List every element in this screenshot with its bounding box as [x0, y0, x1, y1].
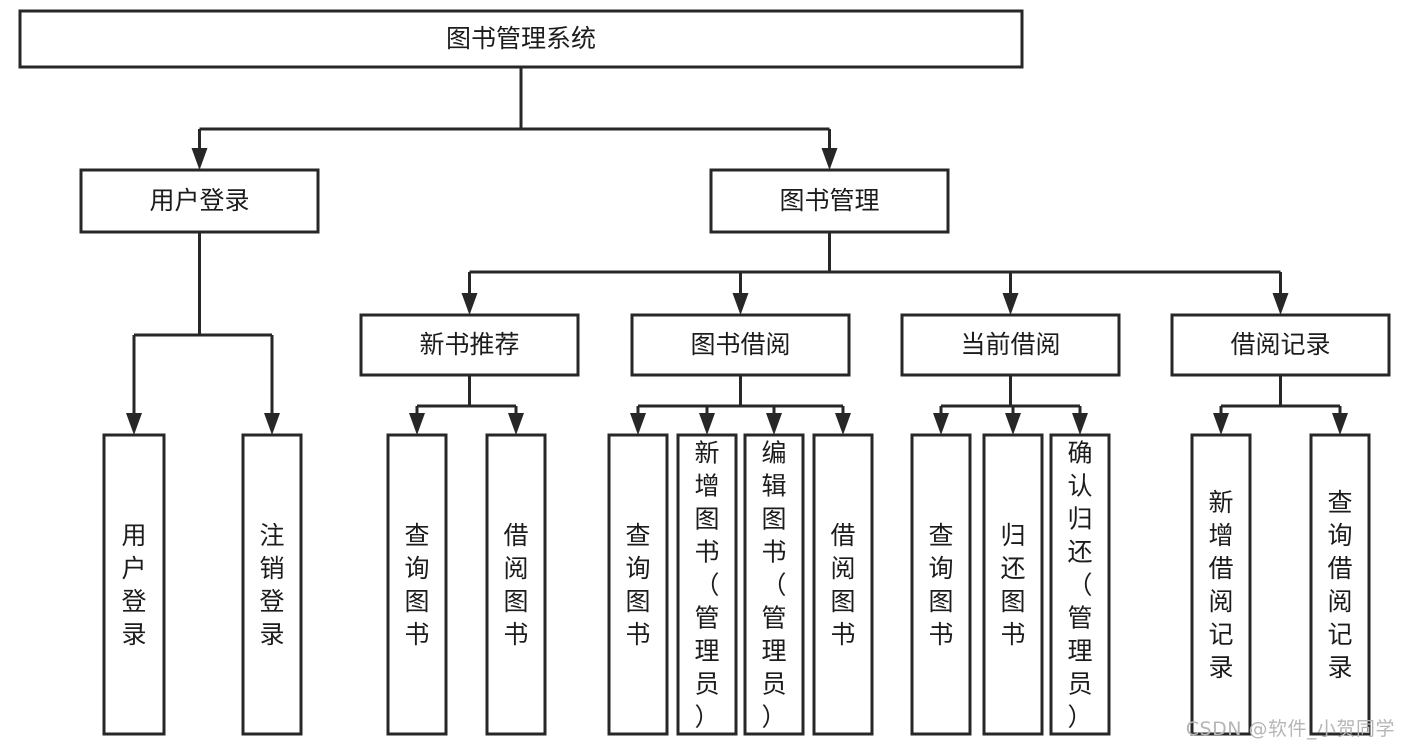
node-root[interactable]: 图书管理系统: [18, 9, 1024, 69]
node-label-current-borrow: 当前借阅: [960, 330, 1060, 359]
node-label-leaf-query-book-2: 查询图书: [625, 521, 650, 649]
node-label-leaf-query-book-3: 查询图书: [928, 521, 953, 649]
node-label-leaf-user-login: 用户登录: [121, 521, 146, 649]
node-leaf-borrow-book-1[interactable]: 借阅图书: [485, 433, 547, 736]
node-box-leaf-query-book-1[interactable]: [386, 433, 448, 736]
node-leaf-borrow-book-2[interactable]: 借阅图书: [812, 433, 874, 736]
node-box-leaf-add-book[interactable]: [676, 433, 738, 736]
node-leaf-user-login[interactable]: 用户登录: [102, 433, 166, 736]
node-box-leaf-user-login[interactable]: [102, 433, 166, 736]
node-box-leaf-add-record[interactable]: [1190, 433, 1252, 736]
node-box-leaf-borrow-book-1[interactable]: [485, 433, 547, 736]
node-box-leaf-return-book[interactable]: [982, 433, 1044, 736]
node-label-new-book-rec: 新书推荐: [419, 330, 519, 359]
node-layer: 图书管理系统用户登录图书管理新书推荐图书借阅当前借阅借阅记录用户登录注销登录查询…: [18, 9, 1391, 736]
node-label-leaf-add-book: 新增图书（管理员）: [694, 439, 719, 732]
node-leaf-query-book-3[interactable]: 查询图书: [910, 433, 972, 736]
node-box-borrow-record[interactable]: [1170, 313, 1391, 377]
node-label-leaf-logout: 注销登录: [259, 521, 284, 649]
node-label-book-borrow: 图书借阅: [690, 330, 790, 359]
node-user-login[interactable]: 用户登录: [79, 168, 320, 234]
node-new-book-rec[interactable]: 新书推荐: [359, 313, 580, 377]
node-leaf-edit-book[interactable]: 编辑图书（管理员）: [743, 433, 805, 736]
node-box-leaf-borrow-book-2[interactable]: [812, 433, 874, 736]
node-box-leaf-logout[interactable]: [241, 433, 303, 736]
node-box-leaf-query-book-3[interactable]: [910, 433, 972, 736]
node-current-borrow[interactable]: 当前借阅: [900, 313, 1121, 377]
node-label-leaf-query-book-1: 查询图书: [404, 521, 429, 649]
node-leaf-confirm-return[interactable]: 确认归还（管理员）: [1049, 433, 1111, 736]
node-box-leaf-query-book-2[interactable]: [607, 433, 669, 736]
connector-layer: [126, 67, 1348, 435]
node-box-root[interactable]: [18, 9, 1024, 69]
node-leaf-logout[interactable]: 注销登录: [241, 433, 303, 736]
node-label-borrow-record: 借阅记录: [1230, 330, 1330, 359]
node-leaf-query-book-1[interactable]: 查询图书: [386, 433, 448, 736]
node-box-new-book-rec[interactable]: [359, 313, 580, 377]
node-label-root: 图书管理系统: [446, 24, 596, 53]
node-label-leaf-borrow-book-2: 借阅图书: [830, 521, 855, 649]
node-label-leaf-query-record: 查询借阅记录: [1327, 488, 1352, 682]
node-box-book-manage[interactable]: [709, 168, 950, 234]
node-label-user-login: 用户登录: [149, 186, 249, 215]
node-box-current-borrow[interactable]: [900, 313, 1121, 377]
node-box-book-borrow[interactable]: [630, 313, 851, 377]
node-leaf-query-record[interactable]: 查询借阅记录: [1309, 433, 1371, 736]
node-label-leaf-return-book: 归还图书: [1000, 521, 1025, 649]
node-leaf-return-book[interactable]: 归还图书: [982, 433, 1044, 736]
node-borrow-record[interactable]: 借阅记录: [1170, 313, 1391, 377]
node-box-leaf-edit-book[interactable]: [743, 433, 805, 736]
node-leaf-add-record[interactable]: 新增借阅记录: [1190, 433, 1252, 736]
node-box-user-login[interactable]: [79, 168, 320, 234]
node-book-borrow[interactable]: 图书借阅: [630, 313, 851, 377]
node-leaf-query-book-2[interactable]: 查询图书: [607, 433, 669, 736]
node-box-leaf-confirm-return[interactable]: [1049, 433, 1111, 736]
node-box-leaf-query-record[interactable]: [1309, 433, 1371, 736]
node-label-leaf-borrow-book-1: 借阅图书: [503, 521, 528, 649]
node-book-manage[interactable]: 图书管理: [709, 168, 950, 234]
node-label-leaf-confirm-return: 确认归还（管理员）: [1067, 439, 1092, 732]
node-label-leaf-edit-book: 编辑图书（管理员）: [761, 439, 786, 732]
node-label-leaf-add-record: 新增借阅记录: [1208, 488, 1233, 682]
node-label-book-manage: 图书管理: [779, 186, 879, 215]
node-leaf-add-book[interactable]: 新增图书（管理员）: [676, 433, 738, 736]
